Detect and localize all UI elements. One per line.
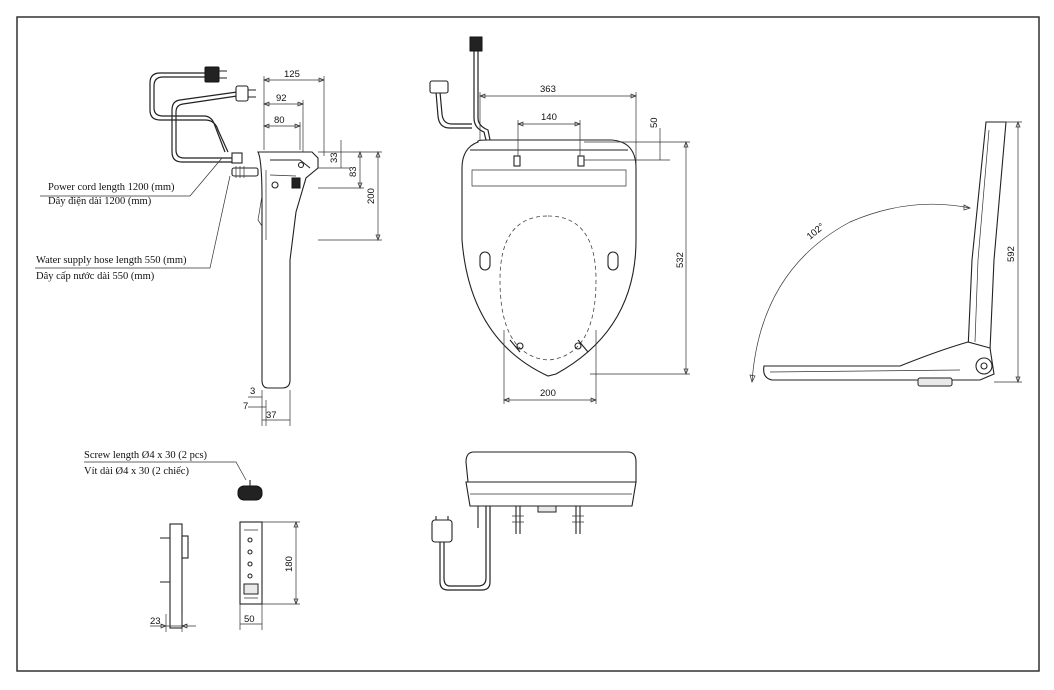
power-cord-label-en: Power cord length 1200 (mm) (48, 182, 175, 193)
screw-label-vi: Vít dài Ø4 x 30 (2 chiếc) (84, 466, 189, 477)
power-cord-label-vi: Dây điện dài 1200 (mm) (48, 196, 152, 207)
dim-37: 37 (266, 410, 277, 421)
dim-50-bracket: 50 (244, 614, 255, 625)
dim-592: 592 (1006, 246, 1017, 262)
dim-200-width: 200 (540, 388, 556, 399)
dim-180: 180 (284, 556, 295, 572)
screw-label-en: Screw length Ø4 x 30 (2 pcs) (84, 450, 208, 461)
dim-140: 140 (541, 112, 557, 123)
screw-and-bracket: 180 23 50 (84, 461, 300, 632)
angle-102: 102° (805, 221, 827, 242)
dim-23: 23 (150, 616, 161, 627)
dim-83: 83 (348, 166, 359, 177)
dim-200: 200 (366, 188, 377, 204)
top-view: 363 140 50 532 200 (429, 36, 690, 404)
dim-125: 125 (284, 69, 300, 80)
side-view: 125 92 80 33 83 200 3 7 37 (35, 66, 382, 426)
dim-363: 363 (540, 84, 556, 95)
water-hose-label-en: Water supply hose length 550 (mm) (36, 255, 187, 266)
front-view (431, 451, 637, 591)
dim-92: 92 (276, 93, 287, 104)
dim-7: 7 (243, 401, 248, 412)
water-hose-label-vi: Dây cấp nước dài 550 (mm) (36, 271, 155, 282)
dim-80: 80 (274, 115, 285, 126)
open-view: 102° 592 (749, 121, 1022, 387)
dim-33: 33 (329, 152, 340, 163)
dim-532: 532 (675, 252, 686, 268)
dim-50: 50 (649, 117, 660, 128)
drawing-frame (16, 16, 1040, 672)
dim-3: 3 (250, 386, 255, 397)
